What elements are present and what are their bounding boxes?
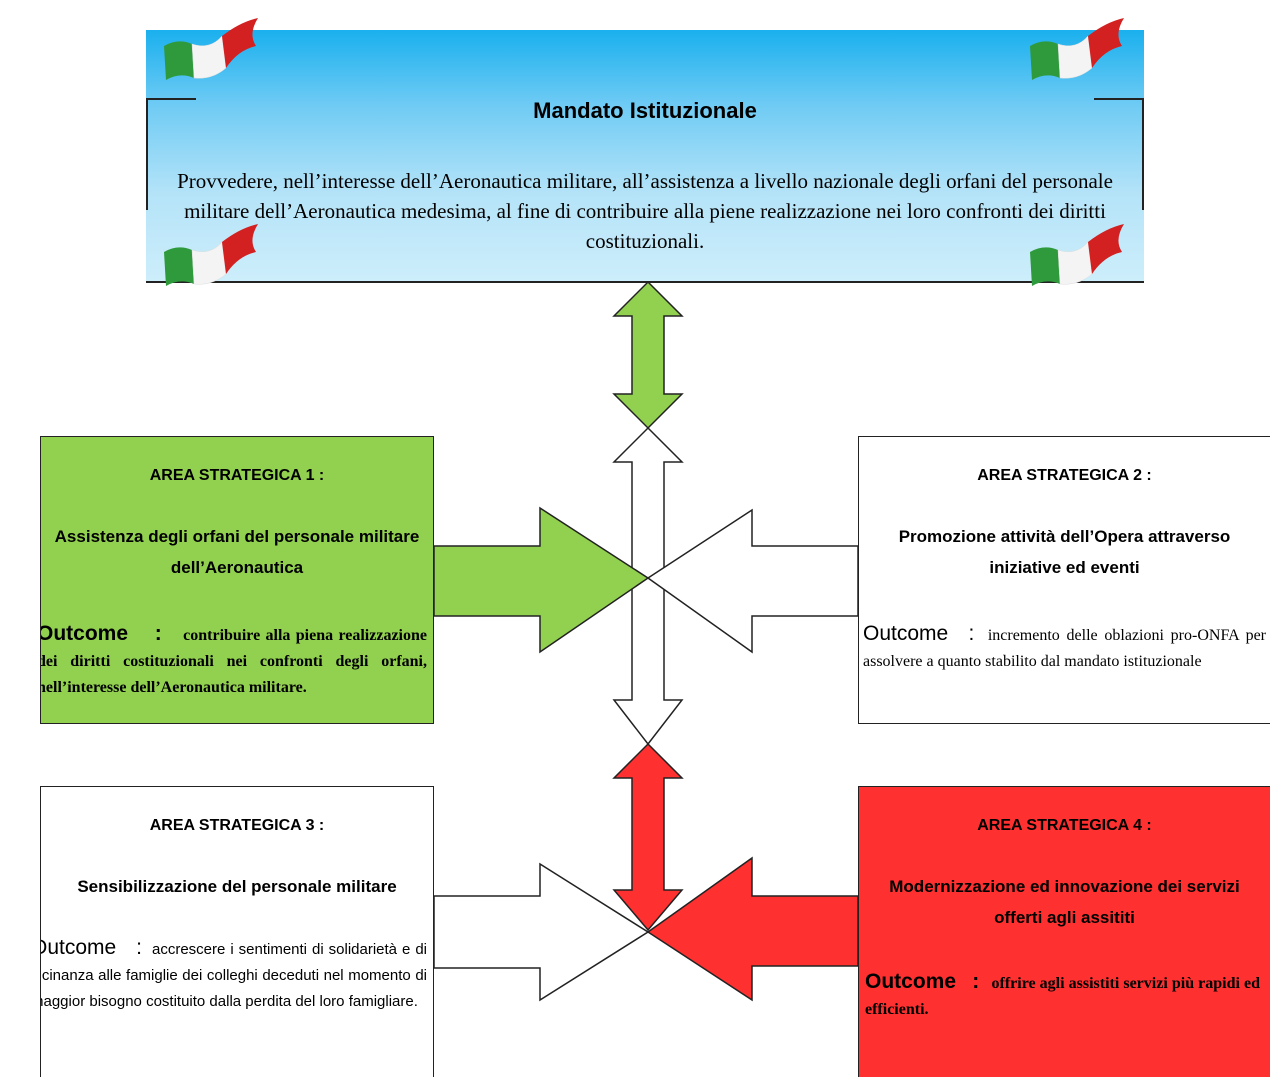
outcome-label: Outcome [41,936,117,959]
mandate-left-top-rule [146,98,196,100]
area4-arrow [646,856,859,1002]
area-subtitle: Promozione attività dell’Opera attravers… [898,527,1231,577]
area3-arrow [433,862,650,1002]
italian-flag-icon [164,224,258,286]
mandate-right-top-rule [1094,98,1144,100]
mandate-box: Mandato Istituzionale Provvedere, nell’i… [146,30,1144,283]
outcome-text: accrescere i sentimenti di solidarietà e… [40,941,428,1010]
outcome-text: incremento delle oblazioni pro-ONFA per … [863,627,1267,670]
outcome-text: offrire agli assistiti servizi più rapid… [865,975,1261,1018]
outcome-label: Outcome [863,622,949,645]
mandate-title: Mandato Istituzionale [533,98,757,123]
outcome-separator: : [136,936,142,959]
area-title: AREA STRATEGICA 2 : [977,467,1152,484]
mandate-right-rule [1142,98,1144,210]
area-subtitle: Sensibilizzazione del personale militare [77,877,397,896]
area-subtitle: Modernizzazione ed innovazione dei servi… [889,877,1240,927]
italian-flag-icon [1030,224,1124,286]
area-title: AREA STRATEGICA 4 : [977,817,1152,834]
area-outcome: Outcome : incremento delle oblazioni pro… [863,621,1266,675]
italian-flag-icon [1030,18,1124,80]
mandate-text: Provvedere, nell’interesse dell’Aeronaut… [177,169,1113,253]
area-subtitle: Assistenza degli orfani del personale mi… [54,527,420,577]
outcome-separator: : [968,622,975,645]
strategic-area-2: AREA STRATEGICA 2 : Promozione attività … [858,436,1270,724]
area-outcome: Outcome : contribuire alla piena realizz… [40,621,428,701]
outcome-text: contribuire alla piena realizzazione dei… [40,627,428,696]
outcome-label: Outcome [865,970,957,993]
italian-flag-icon [164,18,258,80]
area2-arrow [646,508,859,654]
strategic-area-1: AREA STRATEGICA 1 : Assistenza degli orf… [40,436,434,724]
area-title: AREA STRATEGICA 1 : [149,467,325,484]
green-double-arrow [612,280,684,430]
strategic-area-3: AREA STRATEGICA 3 : Sensibilizzazione de… [40,786,434,1077]
area-outcome: Outcome : offrire agli assistiti servizi… [865,969,1260,1023]
area1-arrow [433,506,650,654]
area-outcome: Outcome : accrescere i sentimenti di sol… [40,935,428,1015]
outcome-separator: : [154,622,162,645]
outcome-label: Outcome [40,622,129,645]
strategic-area-4: AREA STRATEGICA 4 : Modernizzazione ed i… [858,786,1270,1077]
red-double-arrow [612,742,684,932]
area-title: AREA STRATEGICA 3 : [149,817,325,834]
outcome-separator: : [972,970,980,993]
mandate-left-rule [146,98,148,210]
